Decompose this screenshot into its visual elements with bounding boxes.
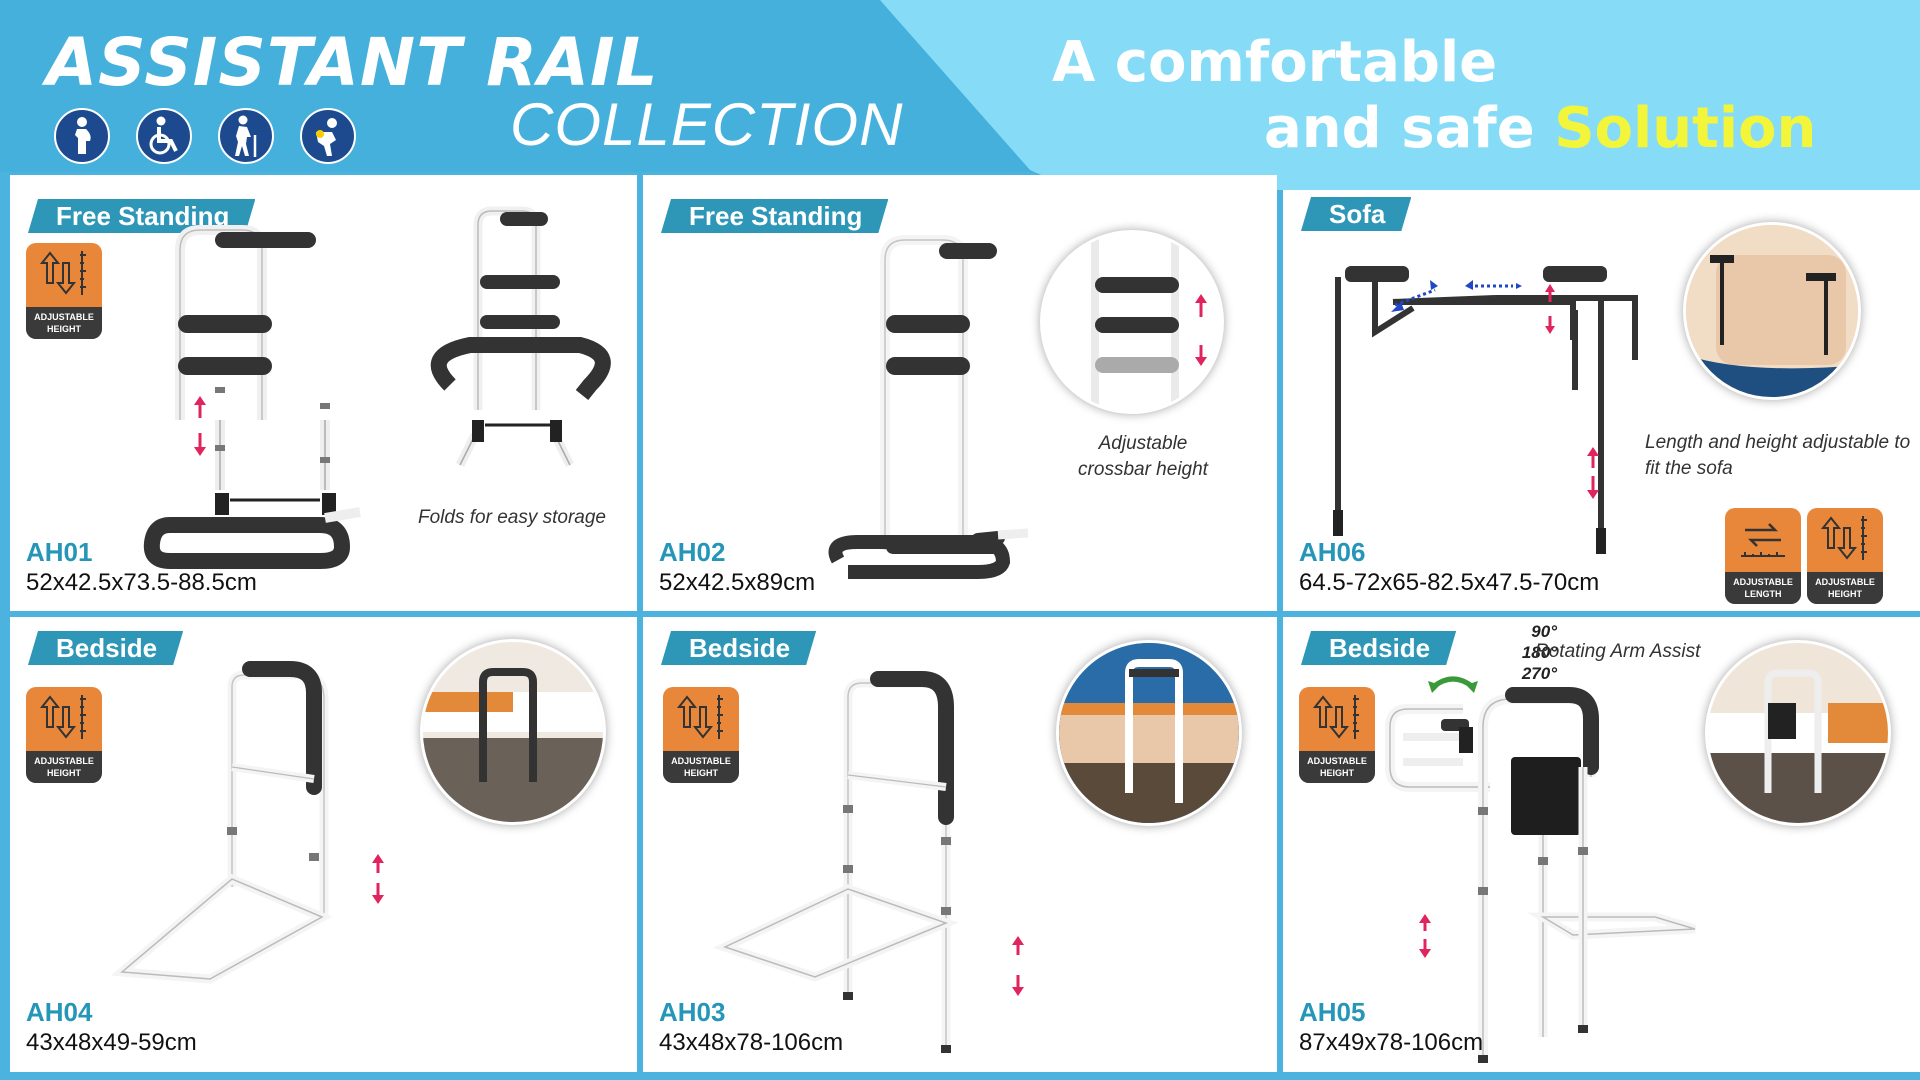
bedside-detail-image [1056, 640, 1242, 826]
rotation-angles: 90° 180° 270° [1497, 621, 1557, 684]
back-pain-icon [300, 108, 356, 164]
product-card-ah01[interactable]: Free Standing ADJUSTABLE HEIGHT Folds [10, 175, 637, 611]
product-card-ah03[interactable]: Bedside ADJUSTABLE HEIGHT AH03 43x48x78-… [643, 617, 1277, 1072]
product-dimensions: 43x48x78-106cm [659, 1029, 844, 1056]
badge-label: ADJUSTABLE LENGTH [1725, 572, 1801, 604]
bedside-detail-illustration [423, 642, 603, 822]
product-dimensions: 43x48x49-59cm [26, 1029, 197, 1056]
adjustable-height-icon [39, 695, 86, 739]
badge-label: ADJUSTABLE HEIGHT [26, 307, 102, 339]
product-dimensions: 52x42.5x73.5-88.5cm [26, 569, 257, 596]
product-code: AH02 [659, 537, 726, 567]
category-label: Bedside [661, 631, 816, 665]
bedside-detail-illustration [1708, 643, 1888, 823]
sofa-detail-image [1683, 222, 1861, 400]
category-label: Bedside [1301, 631, 1456, 665]
bedside-detail-image [1705, 640, 1891, 826]
adjustable-height-icon [39, 251, 86, 295]
product-card-ah05[interactable]: Bedside 90° 180° 270° Rotating Arm Assis… [1283, 617, 1920, 1072]
angle-270: 270° [1521, 664, 1557, 683]
adjustable-height-icon [1312, 695, 1359, 739]
sofa-detail-illustration [1686, 225, 1858, 397]
adjustable-length-badge: ADJUSTABLE LENGTH [1725, 508, 1801, 604]
product-card-ah06[interactable]: Sofa Length and height adjustable to fit… [1283, 190, 1920, 611]
adjustable-height-badge: ADJUSTABLE HEIGHT [663, 687, 739, 783]
rotation-note: Rotating Arm Assist [1535, 641, 1701, 662]
product-card-ah02[interactable]: Free Standing Adjustable crossbar height… [643, 175, 1277, 611]
bedside-detail-image [420, 639, 606, 825]
tagline-line-1: A comfortable [1052, 30, 1498, 95]
adjustable-height-icon [1820, 516, 1867, 560]
product-code: AH03 [659, 997, 726, 1027]
category-label: Free Standing [661, 199, 888, 233]
angle-180: 180° [1521, 643, 1557, 662]
product-dimensions: 87x49x78-106cm [1299, 1029, 1484, 1056]
badge-label: ADJUSTABLE HEIGHT [26, 751, 102, 783]
fold-note: Folds for easy storage [418, 507, 606, 528]
tagline-highlight: Solution [1554, 96, 1817, 161]
adjustable-length-icon [1741, 523, 1785, 557]
product-code: AH04 [26, 997, 93, 1027]
page-title: ASSISTANT RAIL [46, 24, 659, 101]
category-label: Sofa [1301, 197, 1411, 231]
product-code: AH05 [1299, 997, 1366, 1027]
adjustable-height-badge: ADJUSTABLE HEIGHT [1807, 508, 1883, 604]
header-right-band [880, 0, 1920, 190]
ah02-product-illustration [828, 235, 1029, 579]
crossbar-note: Adjustable crossbar height [1078, 433, 1208, 480]
tagline-line-2: and safe Solution [1264, 96, 1816, 161]
product-card-ah04[interactable]: Bedside ADJUSTABLE HEIGHT AH04 43x48x49-… [10, 617, 637, 1072]
adjustable-height-badge: ADJUSTABLE HEIGHT [26, 687, 102, 783]
product-dimensions: 64.5-72x65-82.5x47.5-70cm [1299, 569, 1600, 596]
badge-label: ADJUSTABLE HEIGHT [1807, 572, 1883, 604]
product-code: AH01 [26, 537, 93, 567]
page-subtitle: COLLECTION [510, 91, 904, 158]
adjustable-height-badge: ADJUSTABLE HEIGHT [1299, 687, 1375, 783]
elderly-person-icon [218, 108, 274, 164]
adjustable-height-icon [676, 695, 723, 739]
adjustable-height-badge: ADJUSTABLE HEIGHT [26, 243, 102, 339]
sofa-note: Length and height adjustable to fit the … [1645, 432, 1911, 479]
product-dimensions: 52x42.5x89cm [659, 569, 816, 596]
crossbar-detail-image [1040, 230, 1224, 414]
pregnant-person-icon [54, 108, 110, 164]
ah04-product-illustration [110, 661, 384, 984]
product-code: AH06 [1299, 537, 1366, 567]
user-icons-row [54, 108, 356, 164]
ah05-product-illustration [1385, 676, 1697, 1063]
angle-90: 90° [1531, 622, 1557, 641]
category-label: Bedside [28, 631, 183, 665]
crossbar-detail-illustration [1043, 233, 1221, 411]
wheelchair-icon [136, 108, 192, 164]
tagline-prefix: and safe [1264, 96, 1535, 161]
badge-label: ADJUSTABLE HEIGHT [1299, 751, 1375, 783]
ah06-product-illustration [1333, 266, 1638, 554]
ah03-product-illustration [712, 671, 1024, 1053]
badge-label: ADJUSTABLE HEIGHT [663, 751, 739, 783]
ah01-product-illustration [143, 206, 611, 569]
bedside-detail-illustration [1059, 643, 1239, 823]
